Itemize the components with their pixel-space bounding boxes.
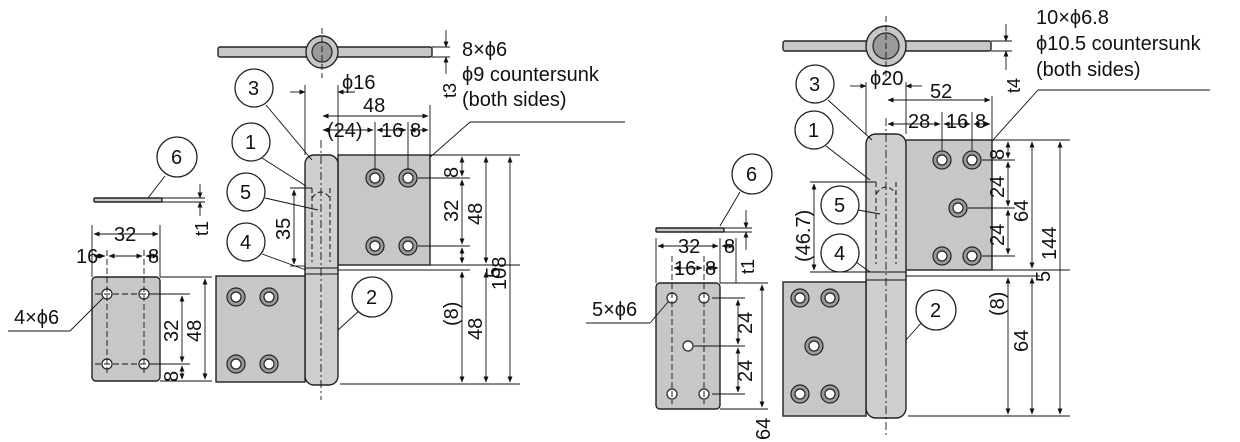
right-dim-28: 28 (908, 111, 930, 133)
right-upper-leaf-holes (932, 150, 982, 266)
svg-text:3: 3 (248, 78, 259, 100)
left-v-35: 35 (273, 218, 295, 240)
left-pin-barrel (304, 154, 339, 386)
right-callout-1: 1 (794, 110, 871, 181)
left-plate-16: 16 (76, 246, 98, 268)
svg-text:6: 6 (171, 147, 182, 169)
left-plate-v32: 32 (161, 320, 183, 342)
left-plate-8: 8 (148, 246, 159, 268)
left-callout-5: 5 (226, 172, 319, 212)
left-v-32: 32 (441, 200, 463, 222)
right-washer: t1 (655, 210, 758, 274)
right-washer-thickness: t1 (738, 259, 758, 274)
right-hole-count-note: 10×ϕ6.8 (1036, 7, 1109, 29)
right-plate-holes-note: 5×ϕ6 (592, 299, 637, 321)
right-countersunk-note: ϕ10.5 countersunk (1036, 33, 1202, 55)
svg-text:1: 1 (808, 120, 819, 142)
left-plate-v8: 8 (161, 371, 183, 382)
svg-text:3: 3 (809, 74, 820, 96)
svg-text:5: 5 (834, 195, 845, 217)
left-hinge-drawing: t3 8×ϕ6 ϕ9 countersunk (both sides) (8, 28, 625, 400)
left-plate-width-32: 32 (114, 224, 136, 246)
left-countersunk-note: ϕ9 countersunk (462, 64, 600, 86)
right-mounting-plate (655, 238, 768, 410)
right-thickness-label: t4 (1004, 78, 1024, 93)
left-callout-6: 6 (147, 136, 198, 199)
left-callout-3: 3 (234, 68, 313, 161)
left-lower-leaf-holes (226, 287, 279, 374)
right-callout-4: 4 (820, 233, 871, 273)
svg-text:2: 2 (930, 300, 941, 322)
left-v-48-upper: 48 (465, 203, 487, 225)
right-v-64-upper: 64 (1011, 200, 1033, 222)
right-hinge-drawing: t4 10×ϕ6.8 ϕ10.5 countersunk (both sides… (586, 7, 1210, 440)
right-lower-leaf-holes (790, 288, 840, 404)
right-plate-8-top: 8 (724, 236, 735, 258)
right-v-24-a: 24 (987, 176, 1009, 198)
left-upper-leaf-holes (365, 168, 418, 256)
left-callout-2: 2 (337, 276, 393, 331)
svg-text:4: 4 (834, 243, 845, 265)
left-top-view: t3 (217, 28, 460, 98)
left-callout-1: 1 (231, 122, 307, 187)
right-v-5: 5 (1033, 271, 1055, 282)
right-v-24-b: 24 (987, 224, 1009, 246)
left-pin-diameter: ϕ16 (342, 72, 375, 94)
left-thickness-label: t3 (440, 83, 460, 98)
right-plate-8: 8 (705, 258, 716, 280)
right-top-view: t4 (782, 16, 1024, 93)
right-callout-3: 3 (795, 64, 873, 141)
right-v-144: 144 (1039, 227, 1061, 260)
svg-text:2: 2 (366, 287, 377, 309)
left-plate-holes-note: 4×ϕ6 (14, 307, 59, 329)
right-dim-16: 16 (946, 111, 968, 133)
right-dim-8-top: 8 (975, 111, 986, 133)
right-v-8: 8 (987, 149, 1009, 160)
left-dim-24: (24) (327, 120, 363, 142)
left-plate-v48: 48 (184, 320, 206, 342)
right-v-8-paren: (8) (987, 292, 1009, 316)
right-plate-v64: 64 (753, 418, 775, 440)
left-v-8-paren: (8) (441, 302, 463, 326)
left-washer: t1 (93, 184, 212, 236)
right-callout-6: 6 (719, 153, 773, 227)
right-v-64-lower: 64 (1011, 330, 1033, 352)
right-plate-16: 16 (674, 258, 696, 280)
right-both-sides-note: (both sides) (1036, 59, 1141, 81)
left-dim-48-top: 48 (363, 95, 385, 117)
left-washer-thickness: t1 (192, 221, 212, 236)
right-dim-52: 52 (930, 81, 952, 103)
right-v-46-7: (46.7) (793, 210, 815, 262)
left-v-48-lower: 48 (465, 318, 487, 340)
left-callout-4: 4 (226, 222, 307, 271)
left-dim-8-top: 8 (410, 120, 421, 142)
svg-text:5: 5 (240, 182, 251, 204)
left-dim-16: 16 (381, 120, 403, 142)
left-v-8: 8 (441, 167, 463, 178)
svg-text:6: 6 (746, 164, 757, 186)
svg-text:1: 1 (245, 132, 256, 154)
right-plate-v24-a: 24 (735, 312, 757, 334)
right-callout-5: 5 (820, 185, 881, 225)
left-mounting-plate (91, 225, 212, 382)
left-both-sides-note: (both sides) (462, 89, 567, 111)
right-plate-v24-b: 24 (735, 360, 757, 382)
left-v-108: 108 (489, 257, 511, 290)
svg-text:4: 4 (240, 232, 251, 254)
right-plate-width-32: 32 (678, 236, 700, 258)
left-hole-count-note: 8×ϕ6 (462, 39, 507, 61)
right-callout-2: 2 (905, 289, 957, 341)
right-pin-diameter: ϕ20 (870, 68, 903, 90)
left-v-5: 5 (483, 267, 505, 278)
